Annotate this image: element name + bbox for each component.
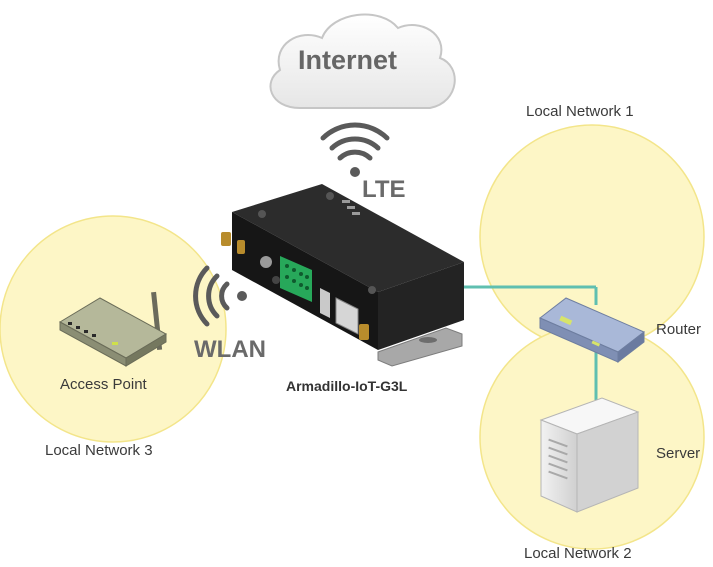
local-network-1-label: Local Network 1	[526, 103, 634, 120]
lte-label: LTE	[362, 176, 406, 203]
access-point-icon	[58, 291, 168, 367]
device-label: Armadillo-IoT-G3L	[286, 378, 408, 394]
access-point-label: Access Point	[60, 376, 147, 393]
lte-signal-icon	[320, 122, 390, 177]
server-icon	[539, 397, 640, 513]
router-icon	[539, 297, 645, 364]
armadillo-device-icon	[221, 184, 464, 367]
internet-label: Internet	[298, 45, 398, 75]
wlan-signal-icon	[193, 265, 247, 327]
server-label: Server	[656, 445, 701, 462]
local-network-3-label: Local Network 3	[45, 442, 153, 459]
router-label: Router	[656, 321, 702, 338]
local-network-2-label: Local Network 2	[524, 545, 632, 562]
internet-cloud-icon	[269, 13, 456, 109]
wlan-label: WLAN	[194, 336, 266, 363]
